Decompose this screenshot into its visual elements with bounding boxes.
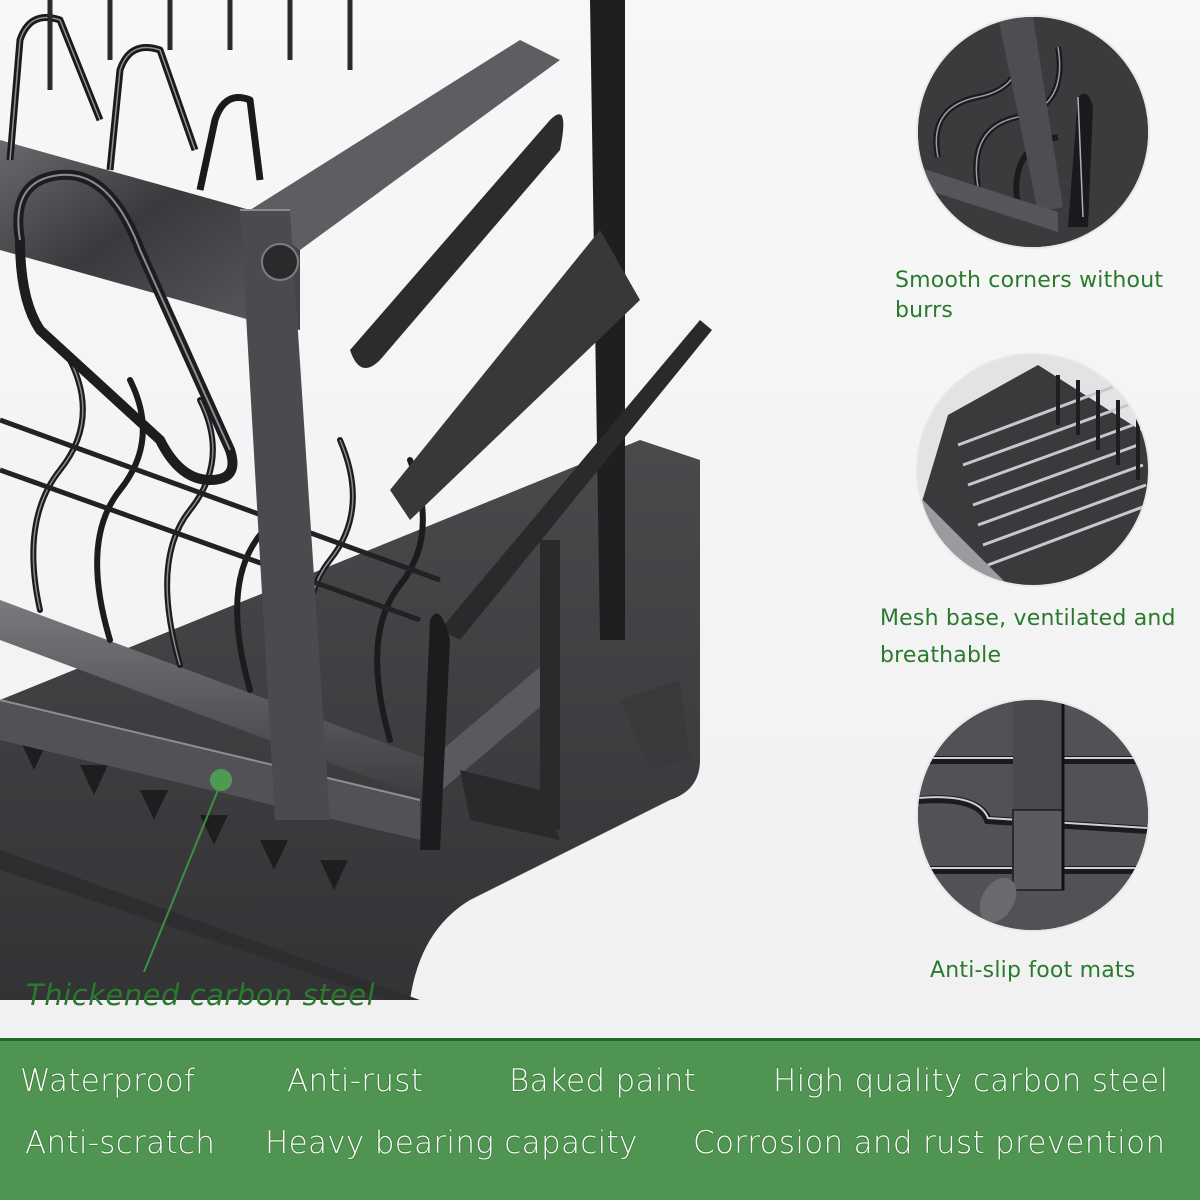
feature-anti-scratch: Anti-scratch xyxy=(25,1125,216,1161)
feature-high-quality-carbon-steel: High quality carbon steel xyxy=(773,1063,1169,1099)
product-showcase: Thickened carbon steel Smooth corners wi… xyxy=(0,0,1200,1038)
feature-row-1: Waterproof Anti-rust Baked paint High qu… xyxy=(0,1063,1200,1123)
dish-rack-illustration xyxy=(0,0,712,1000)
inset-caption-anti-slip: Anti-slip foot mats xyxy=(930,958,1136,983)
feature-waterproof: Waterproof xyxy=(20,1063,196,1099)
feature-banner: Waterproof Anti-rust Baked paint High qu… xyxy=(0,1038,1200,1200)
product-image xyxy=(0,0,712,1000)
foot-mat-detail-icon xyxy=(918,700,1148,930)
corner-detail-icon xyxy=(918,17,1148,247)
inset-smooth-corners xyxy=(918,17,1148,247)
inset-caption-mesh-base: Mesh base, ventilated and breathable xyxy=(880,606,1176,668)
feature-heavy-bearing-capacity: Heavy bearing capacity xyxy=(265,1125,638,1161)
callout-dot-icon xyxy=(210,769,232,791)
inset-caption-smooth-corners: Smooth corners without burrs xyxy=(895,268,1164,323)
feature-row-2: Anti-scratch Heavy bearing capacity Corr… xyxy=(0,1125,1200,1185)
feature-anti-rust: Anti-rust xyxy=(287,1063,424,1099)
inset-anti-slip xyxy=(918,700,1148,930)
callout-label-thickened-steel: Thickened carbon steel xyxy=(26,978,376,1012)
inset-mesh-base xyxy=(918,355,1148,585)
feature-corrosion-rust-prevention: Corrosion and rust prevention xyxy=(693,1125,1166,1161)
feature-baked-paint: Baked paint xyxy=(509,1063,697,1099)
mesh-detail-icon xyxy=(918,355,1148,585)
